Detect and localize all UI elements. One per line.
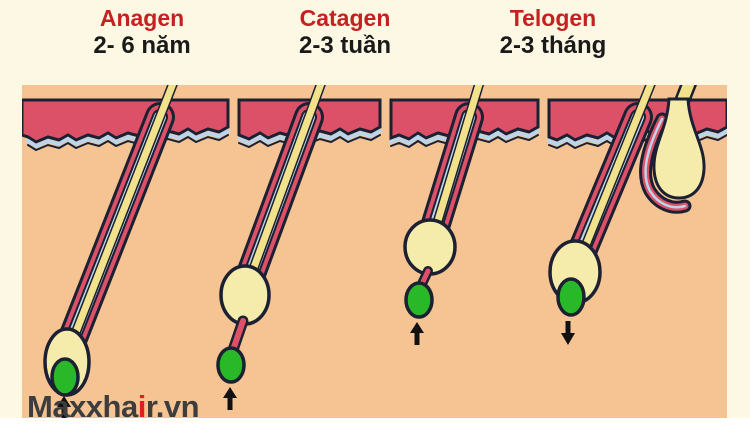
papilla-strand [230, 318, 246, 353]
dermal-papilla [216, 346, 246, 384]
hair-shaft [426, 85, 483, 251]
hair-shaft [241, 85, 325, 296]
logo-prefix: Maxxha [27, 389, 138, 424]
hair-follicle-anagen [43, 85, 178, 418]
up-arrow-icon [223, 387, 237, 410]
logo-accent: i [137, 389, 147, 424]
club-sheath-inner [644, 117, 687, 209]
dermal-papilla [556, 277, 586, 317]
phase-name: Anagen [99, 5, 185, 31]
diagram-panel [22, 85, 727, 418]
hair-shaft [571, 85, 655, 276]
phase-label-telogen: Telogen 2-3 tháng [453, 5, 653, 59]
skin-underline-dark [27, 134, 229, 152]
dermal-papilla [50, 357, 80, 397]
phase-label-catagen: Catagen 2-3 tuần [245, 5, 445, 59]
logo-suffix: r.vn [145, 389, 200, 424]
brand-logo: Maxxhair.vn [27, 389, 200, 425]
club-hair-follicle [639, 85, 706, 214]
hair-bulb [219, 264, 271, 326]
hair-follicle-catagen-early [216, 85, 326, 410]
hair-follicle-telogen [548, 85, 656, 345]
hair-bulb [403, 218, 457, 276]
skin-underline-blue [26, 129, 230, 149]
phase-label-anagen: Anagen 2- 6 năm [42, 5, 242, 59]
phase-name: Telogen [509, 5, 597, 31]
hair-follicle-catagen-late [403, 85, 485, 345]
phase-duration: 2-3 tháng [499, 32, 607, 59]
up-arrow-icon [410, 322, 424, 345]
club-hair-bulb [652, 97, 706, 200]
up-arrow-icon [57, 396, 71, 418]
phase-duration: 2-3 tuần [298, 32, 391, 59]
hair-shaft [63, 85, 177, 359]
phase-duration: 2- 6 năm [93, 32, 191, 59]
phase-name: Catagen [299, 5, 391, 31]
hair-follicle-diagram [22, 85, 727, 418]
dermal-papilla [404, 281, 434, 319]
skin-segment [22, 98, 230, 144]
down-arrow-icon [561, 321, 575, 345]
